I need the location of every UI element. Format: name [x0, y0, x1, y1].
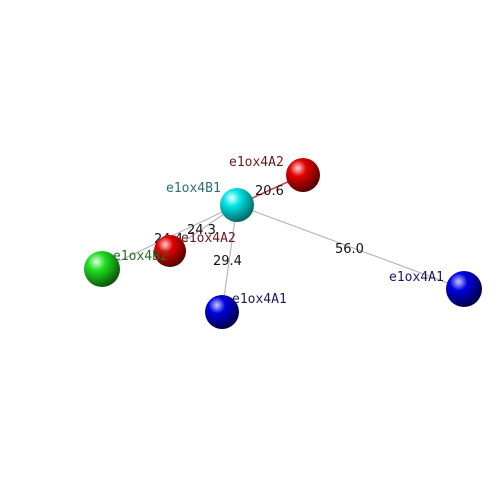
atom-label: e1ox4A2	[229, 155, 284, 170]
atom-sphere-a1a	[205, 295, 239, 329]
atom-label: e1ox4A2	[181, 231, 236, 246]
atom-label: e1ox4A1	[389, 270, 444, 285]
distance-line-b1-a1a	[221, 204, 238, 313]
distance-line-b1-a1b	[236, 204, 465, 290]
atom-sphere-a2a	[286, 158, 320, 192]
atom-label: e1ox4A1	[232, 292, 287, 307]
distance-label: 56.0	[335, 242, 364, 257]
atom-sphere-b2	[84, 251, 120, 287]
distance-label: 24.3	[187, 223, 216, 238]
distance-label: 29.4	[213, 254, 242, 269]
distance-label: 20.6	[255, 184, 284, 199]
atom-label: e1ox4B2	[113, 249, 168, 264]
atom-sphere-b1	[220, 188, 254, 222]
atom-label: e1ox4B1	[166, 181, 221, 196]
atom-sphere-a2b	[154, 235, 186, 267]
atom-sphere-a1b	[446, 271, 482, 307]
